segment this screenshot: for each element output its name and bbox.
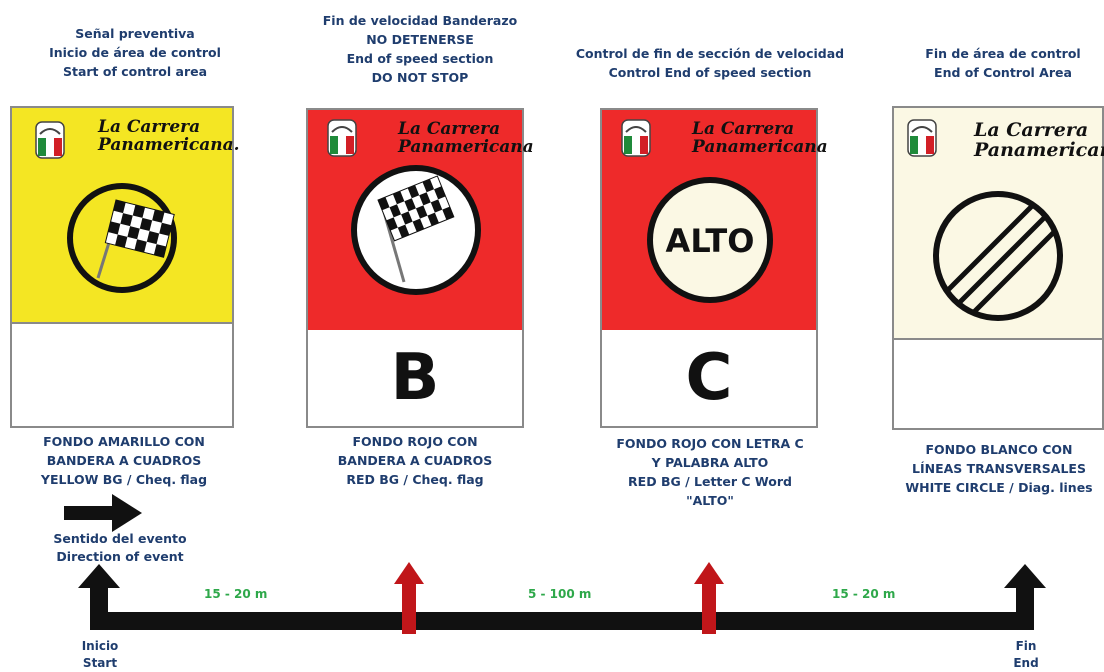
brand-text: La Carrera Panamericana. bbox=[974, 119, 1104, 161]
distance-c-to-end: 15 - 20 m bbox=[832, 587, 896, 601]
sign-letter-panel: B bbox=[308, 330, 522, 426]
sign-letter-panel: C bbox=[602, 330, 816, 426]
panamericana-logo-icon bbox=[907, 119, 937, 157]
caption-white: FONDO BLANCO CON LÍNEAS TRANSVERSALES WH… bbox=[905, 442, 1093, 495]
sign-yellow-checkered: La Carrera Panamericana. bbox=[10, 106, 240, 428]
sign-red-alto-c: La Carrera Panamericana ALTO C bbox=[600, 108, 828, 428]
brand-text: La Carrera Panamericana bbox=[398, 119, 534, 157]
sign-top-panel: La Carrera Panamericana bbox=[308, 110, 534, 330]
alto-text: ALTO bbox=[665, 222, 755, 260]
alto-circle-icon bbox=[647, 177, 773, 303]
direction-arrow-icon bbox=[64, 494, 142, 532]
caption-yellow: FONDO AMARILLO CON BANDERA A CUADROS YEL… bbox=[40, 434, 208, 487]
end-restriction-icon bbox=[933, 191, 1063, 321]
sign-top-panel: La Carrera Panamericana. bbox=[894, 108, 1104, 342]
timeline-track bbox=[78, 562, 1046, 634]
letter-c: C bbox=[685, 341, 733, 415]
direction-label: Sentido del evento Direction of event bbox=[53, 531, 187, 564]
start-label: Inicio Start bbox=[81, 639, 119, 670]
caption-red-c: FONDO ROJO CON LETRA C Y PALABRA ALTO RE… bbox=[616, 436, 804, 508]
brand-text: La Carrera Panamericana. bbox=[98, 117, 240, 155]
header-flag-b: Fin de velocidad Banderazo NO DETENERSE … bbox=[322, 13, 518, 85]
distance-start-to-b: 15 - 20 m bbox=[204, 587, 268, 601]
letter-b: B bbox=[390, 341, 440, 415]
header-preventive: Señal preventiva Inicio de área de contr… bbox=[49, 26, 221, 79]
header-control-c: Control de fin de sección de velocidad C… bbox=[575, 46, 845, 80]
panamericana-logo-icon bbox=[621, 119, 651, 157]
brand-text: La Carrera Panamericana bbox=[692, 119, 828, 157]
sign-red-checkered-b: La Carrera Panamericana B bbox=[306, 108, 534, 428]
header-end-area: Fin de área de control End of Control Ar… bbox=[925, 46, 1081, 80]
end-label: Fin End bbox=[1013, 639, 1039, 670]
caption-red-b: FONDO ROJO CON BANDERA A CUADROS RED BG … bbox=[337, 434, 493, 487]
panamericana-logo-icon bbox=[35, 121, 65, 159]
sign-letter-panel bbox=[894, 338, 1102, 428]
panamericana-logo-icon bbox=[327, 119, 357, 157]
sign-top-panel: La Carrera Panamericana ALTO bbox=[602, 110, 828, 330]
sign-letter-panel bbox=[12, 322, 232, 426]
sign-white-diagonal: La Carrera Panamericana. bbox=[892, 106, 1104, 430]
checkered-flag-icon bbox=[351, 165, 481, 295]
checkered-flag-icon bbox=[67, 183, 177, 293]
sign-top-panel: La Carrera Panamericana. bbox=[12, 108, 240, 324]
distance-b-to-c: 5 - 100 m bbox=[528, 587, 592, 601]
